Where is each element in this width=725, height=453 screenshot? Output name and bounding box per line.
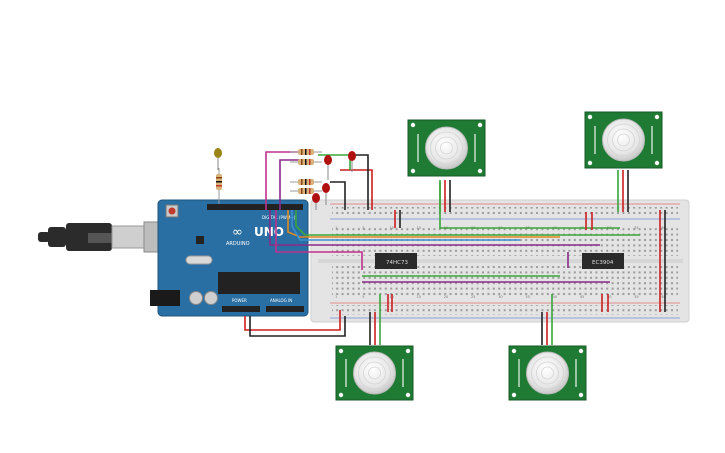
resistor-3 — [290, 179, 322, 185]
wire-red-power — [244, 310, 341, 331]
chip-right-label: EC3904 — [592, 260, 614, 266]
column-number: 45 — [580, 295, 584, 299]
chip-right: EC3904 — [582, 253, 624, 269]
arduino-board: ∞ UNO ARDUINO DIGITAL (PWM~) POWER ANALO… — [150, 199, 309, 317]
column-number: 1 — [335, 226, 337, 230]
column-number: 15 — [417, 295, 421, 299]
wire-black-power — [249, 316, 346, 337]
atmega-chip — [218, 272, 300, 294]
wire-orange — [287, 210, 560, 238]
pir-sensors — [335, 111, 663, 401]
analog-label: ANALOG IN — [270, 298, 292, 303]
led-red-3 — [322, 183, 330, 205]
leds — [214, 148, 356, 210]
pir-sensor-3 — [335, 345, 414, 401]
analog-header — [266, 306, 304, 312]
pir-sensor-1 — [407, 119, 486, 177]
breadboard: 1155101015152020252530303535404045455050… — [310, 199, 690, 323]
resistor-4 — [290, 188, 322, 194]
resistor-1 — [290, 149, 322, 155]
column-number: 50 — [607, 295, 611, 299]
led-red-2 — [348, 151, 356, 172]
pir-dome — [526, 351, 569, 395]
wire-purple-2 — [279, 159, 300, 210]
pir-dome — [425, 126, 468, 170]
chip-left-label: 74HC73 — [386, 260, 408, 266]
column-number: 10 — [389, 226, 393, 230]
column-number: 55 — [634, 295, 638, 299]
column-number: 25 — [471, 295, 475, 299]
pir-dome — [353, 351, 396, 395]
wire-black-top — [355, 154, 369, 210]
column-number: 35 — [525, 295, 529, 299]
pir-dome — [602, 118, 645, 162]
power-label: POWER — [232, 298, 247, 303]
column-number: 40 — [553, 295, 557, 299]
pir-sensor-2 — [584, 111, 663, 169]
pir-sensor-4 — [508, 345, 587, 401]
led-red-4 — [312, 193, 320, 210]
column-number: 55 — [634, 226, 638, 230]
power-jack — [150, 290, 180, 306]
wire-green-top — [318, 154, 351, 170]
digital-header — [207, 204, 303, 210]
arduino-logo-text: UNO — [254, 225, 284, 239]
wire-blue — [291, 210, 520, 241]
wire-magenta-2 — [275, 210, 363, 270]
power-header — [222, 306, 260, 312]
arduino-infinity-icon: ∞ — [232, 225, 243, 240]
column-number: 5 — [362, 295, 364, 299]
wire-magenta-1 — [265, 151, 300, 210]
arduino-brand-text: ARDUINO — [226, 241, 250, 247]
wire-purple-1 — [269, 210, 600, 246]
resistor-2 — [290, 159, 322, 165]
chip-left: 74HC73 — [375, 253, 417, 269]
wire-black-2 — [330, 181, 346, 210]
column-number: 60 — [661, 295, 665, 299]
led-yellow — [214, 148, 222, 170]
column-number: 15 — [417, 226, 421, 230]
column-number: 1 — [335, 295, 337, 299]
column-number: 20 — [444, 295, 448, 299]
wires — [244, 151, 666, 345]
digital-label: DIGITAL (PWM~) — [262, 215, 296, 220]
resistors — [216, 149, 322, 204]
usb-cable — [38, 221, 167, 253]
wire-green-1 — [295, 210, 640, 236]
led-red-1 — [324, 155, 332, 180]
column-number: 60 — [661, 226, 665, 230]
resistor-5 — [216, 168, 222, 204]
column-number: 30 — [498, 295, 502, 299]
column-number: 5 — [362, 226, 364, 230]
